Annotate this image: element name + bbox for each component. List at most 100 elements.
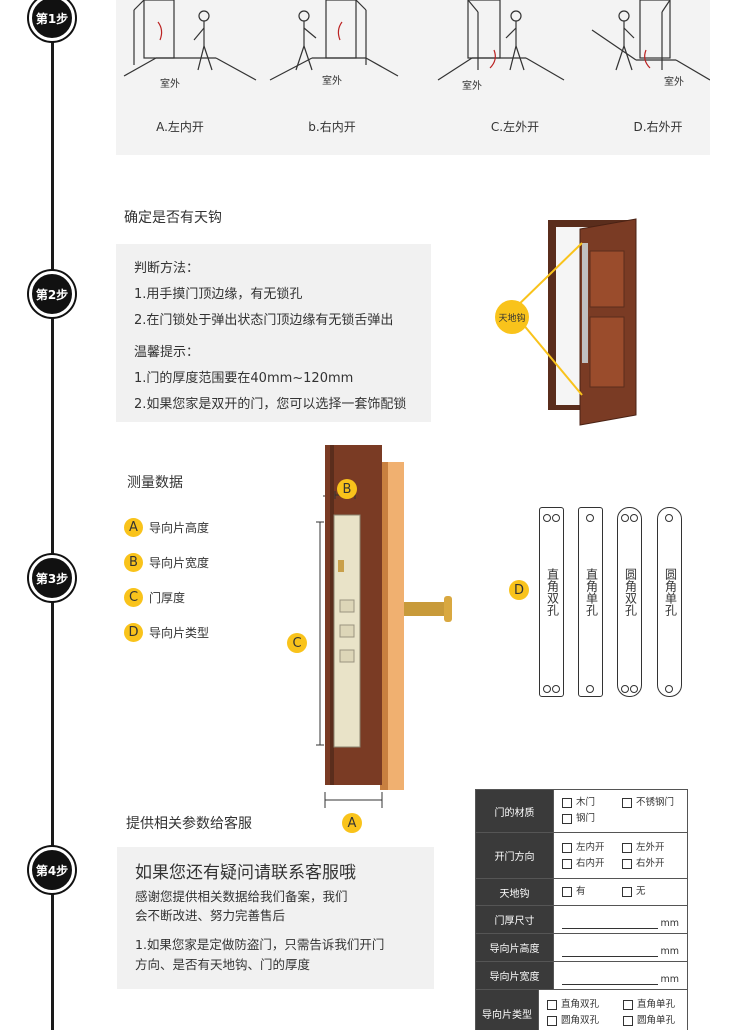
thickness-unit: mm xyxy=(660,918,679,929)
option-left-outward[interactable]: 左外开 xyxy=(622,840,678,856)
form-row-plate-height: 导向片高度 mm xyxy=(476,934,687,962)
hook-label: 天地钩 xyxy=(498,314,526,324)
checkbox[interactable] xyxy=(623,1016,633,1026)
option-plate-right-single[interactable]: 直角单孔 xyxy=(623,997,679,1013)
contact-heading: 如果您还有疑问请联系客服哦 xyxy=(135,863,356,883)
door-caption-a: A.左内开 xyxy=(156,120,204,134)
legend-item-d: D 导向片类型 xyxy=(124,615,209,650)
parameter-form: 门的材质 木门 不锈钢门 钢门 开门方向 左内开 左外开 右内开 右外开 天地钩 xyxy=(475,789,688,1030)
option-right-outward[interactable]: 右外开 xyxy=(622,856,678,872)
marker-d: D xyxy=(509,580,529,600)
option-wood-door[interactable]: 木门 xyxy=(562,795,618,811)
form-row-plate-type: 导向片类型 直角双孔 直角单孔 圆角双孔 圆角单孔 xyxy=(476,990,687,1030)
checkbox[interactable] xyxy=(562,798,572,808)
legend-item-a: A 导向片高度 xyxy=(124,510,209,545)
marker-a: A xyxy=(342,813,362,833)
option-left-inward[interactable]: 左内开 xyxy=(562,840,618,856)
plate-label-4: 圆角单孔 xyxy=(663,568,678,616)
option-hook-yes[interactable]: 有 xyxy=(562,884,618,900)
contact-note-2: 方向、是否有天地钩、门的厚度 xyxy=(135,957,311,972)
legend-label-c: 门厚度 xyxy=(149,591,186,605)
outside-label-d: 室外 xyxy=(664,77,684,88)
tips-item-1: 1.门的厚度范围要在40mm~120mm xyxy=(134,371,354,386)
outside-label-a: 室外 xyxy=(160,79,180,90)
contact-note-1: 1.如果您家是定做防盗门，只需告诉我们开门 xyxy=(135,937,385,952)
legend-letter-d: D xyxy=(124,623,143,642)
checkbox[interactable] xyxy=(622,842,632,853)
checkbox[interactable] xyxy=(562,887,572,897)
lock-body-illustration xyxy=(316,445,452,808)
form-row-direction: 开门方向 左内开 左外开 右内开 右外开 xyxy=(476,833,687,879)
option-right-inward[interactable]: 右内开 xyxy=(562,856,618,872)
plate-label-2: 直角单孔 xyxy=(584,568,599,616)
contact-line-1: 感谢您提供相关数据给我们备案，我们 xyxy=(135,889,348,904)
plate-round-single: 圆角单孔 xyxy=(657,507,682,697)
checkbox[interactable] xyxy=(622,798,632,808)
hook-info-box: 判断方法： 1.用手摸门顶边缘，有无锁孔 2.在门锁处于弹出状态门顶边缘有无锁舌… xyxy=(116,244,431,422)
timeline-line xyxy=(51,0,54,1030)
option-plate-round-double[interactable]: 圆角双孔 xyxy=(547,1013,619,1029)
checkbox[interactable] xyxy=(623,1000,633,1010)
outside-label-b: 室外 xyxy=(322,76,342,87)
plate-right-angle-double: 直角双孔 xyxy=(539,507,564,697)
legend-label-d: 导向片类型 xyxy=(149,626,210,640)
security-door-illustration xyxy=(495,218,637,426)
checkbox[interactable] xyxy=(547,1016,557,1026)
door-illustration-b xyxy=(269,0,399,81)
door-caption-d: D.右外开 xyxy=(633,120,683,134)
checkbox[interactable] xyxy=(547,1000,557,1010)
checkbox[interactable] xyxy=(562,858,572,869)
outside-label-c: 室外 xyxy=(462,81,482,92)
legend-item-c: C 门厚度 xyxy=(124,580,209,615)
thickness-input[interactable] xyxy=(562,917,659,929)
option-stainless-door[interactable]: 不锈钢门 xyxy=(622,795,678,811)
legend-label-a: 导向片高度 xyxy=(149,521,210,535)
legend-letter-a: A xyxy=(124,518,143,537)
marker-c: C xyxy=(287,633,307,653)
door-illustration-c xyxy=(437,0,565,81)
form-label-material: 门的材质 xyxy=(476,790,554,832)
step2-title: 确定是否有天钩 xyxy=(124,210,222,226)
form-row-hook: 天地钩 有 无 xyxy=(476,879,687,906)
plate-height-unit: mm xyxy=(660,946,679,957)
form-label-hook: 天地钩 xyxy=(476,879,554,905)
option-steel-door[interactable]: 钢门 xyxy=(562,811,618,827)
legend-letter-c: C xyxy=(124,588,143,607)
door-direction-panel: 室外 室外 室外 室外 A.左内开 b.右内开 C.左外开 D.右外开 xyxy=(116,0,710,155)
step3-title: 测量数据 xyxy=(127,475,183,491)
plate-width-unit: mm xyxy=(660,974,679,985)
form-label-plate-width: 导向片宽度 xyxy=(476,962,554,989)
option-plate-right-double[interactable]: 直角双孔 xyxy=(547,997,619,1013)
contact-box: 如果您还有疑问请联系客服哦 感谢您提供相关数据给我们备案，我们 会不断改进、努力… xyxy=(117,847,434,989)
method-item-1: 1.用手摸门顶边缘，有无锁孔 xyxy=(134,287,303,302)
option-plate-round-single[interactable]: 圆角单孔 xyxy=(623,1013,679,1029)
step4-title: 提供相关参数给客服 xyxy=(126,816,252,832)
checkbox[interactable] xyxy=(622,858,632,869)
door-illustration-a xyxy=(123,0,257,81)
plate-width-input[interactable] xyxy=(562,973,659,985)
tips-item-2: 2.如果您家是双开的门，您可以选择一套饰配锁 xyxy=(134,397,407,412)
form-label-direction: 开门方向 xyxy=(476,833,554,878)
tips-heading: 温馨提示： xyxy=(134,345,200,360)
marker-b: B xyxy=(337,479,357,499)
option-hook-no[interactable]: 无 xyxy=(622,884,678,900)
plate-round-double: 圆角双孔 xyxy=(617,507,642,697)
plate-height-input[interactable] xyxy=(562,945,659,957)
method-heading: 判断方法： xyxy=(134,261,200,276)
door-caption-b: b.右内开 xyxy=(308,120,356,134)
step-badge-2: 第2步 xyxy=(29,271,75,317)
checkbox[interactable] xyxy=(622,887,632,897)
door-direction-illustrations xyxy=(123,0,710,81)
plate-label-1: 直角双孔 xyxy=(545,568,560,616)
checkbox[interactable] xyxy=(562,814,572,824)
legend-item-b: B 导向片宽度 xyxy=(124,545,209,580)
method-item-2: 2.在门锁处于弹出状态门顶边缘有无锁舌弹出 xyxy=(134,313,394,328)
checkbox[interactable] xyxy=(562,842,572,853)
step-badge-3: 第3步 xyxy=(29,555,75,601)
step-badge-4: 第4步 xyxy=(29,847,75,893)
form-row-material: 门的材质 木门 不锈钢门 钢门 xyxy=(476,790,687,833)
step-badge-1: 第1步 xyxy=(29,0,75,41)
form-row-plate-width: 导向片宽度 mm xyxy=(476,962,687,990)
legend-label-b: 导向片宽度 xyxy=(149,556,210,570)
legend-letter-b: B xyxy=(124,553,143,572)
